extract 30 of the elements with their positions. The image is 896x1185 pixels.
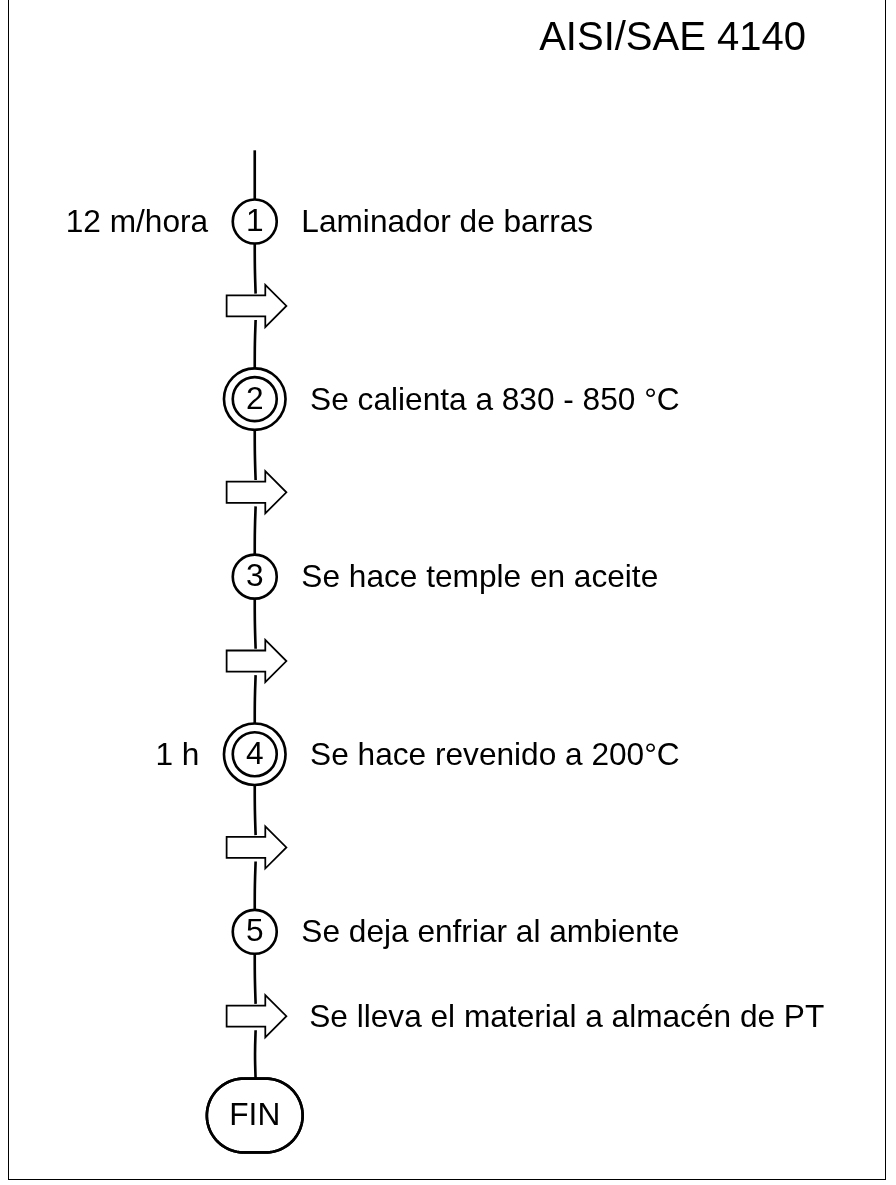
step-description: Se hace revenido a 200°C bbox=[310, 735, 680, 772]
step-description: Se calienta a 830 - 850 °C bbox=[310, 380, 680, 417]
flow-line bbox=[253, 953, 257, 1004]
flow-line bbox=[253, 785, 257, 836]
process-note: 1 h bbox=[155, 735, 200, 772]
flow-line bbox=[253, 319, 257, 369]
transport-symbol bbox=[225, 282, 288, 330]
terminal-node: FIN bbox=[205, 1077, 304, 1154]
transport-symbol bbox=[225, 992, 288, 1040]
step-description: Se deja enfriar al ambiente bbox=[301, 913, 680, 950]
transport-symbol bbox=[225, 824, 288, 871]
step-description: Se lleva el material a almacén de PT bbox=[309, 997, 825, 1034]
flow-line bbox=[253, 675, 257, 724]
operation-circle: 5 bbox=[231, 908, 279, 956]
transport-symbol bbox=[225, 469, 288, 516]
operation-circle: 1 bbox=[231, 198, 279, 245]
operation-circle: 3 bbox=[231, 553, 279, 600]
flow-line bbox=[253, 150, 257, 200]
flow-line bbox=[253, 598, 257, 649]
flow-line bbox=[253, 429, 257, 480]
flow-line bbox=[253, 506, 257, 555]
flow-line bbox=[253, 243, 257, 294]
step-description: Se hace temple en aceite bbox=[301, 558, 659, 595]
flow-line bbox=[253, 861, 257, 910]
transport-symbol bbox=[225, 637, 288, 685]
operation-inspection-symbol: 4 bbox=[222, 722, 287, 787]
step-description: Laminador de barras bbox=[301, 203, 594, 240]
operation-inspection-symbol: 2 bbox=[222, 367, 287, 432]
diagram-title: AISI/SAE 4140 bbox=[539, 14, 806, 59]
process-note: 12 m/hora bbox=[65, 203, 209, 240]
